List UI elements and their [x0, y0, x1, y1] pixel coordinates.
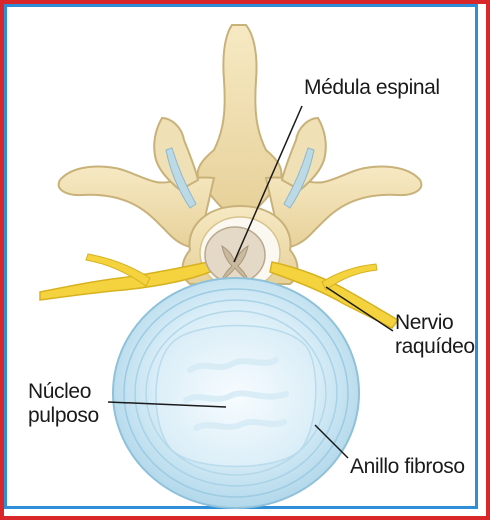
annulus-fibrosus-label: Anillo fibroso — [350, 455, 465, 479]
spinal-cord — [205, 227, 265, 283]
spinal-nerve-label-line1: Nervio — [395, 311, 475, 335]
spinal-cord-label: Médula espinal — [304, 76, 440, 100]
spinal-nerve-leader-line — [326, 287, 393, 331]
nucleus-label-line1: Núcleo — [28, 380, 99, 404]
right-nerve-branch — [322, 264, 377, 290]
nucleus-pulposus-label: Núcleo pulposo — [28, 380, 99, 428]
nucleus-label-line2: pulposo — [28, 404, 99, 428]
spinal-nerve-label-line2: raquídeo — [395, 335, 475, 359]
spinal-nerve-label: Nervio raquídeo — [395, 311, 475, 359]
